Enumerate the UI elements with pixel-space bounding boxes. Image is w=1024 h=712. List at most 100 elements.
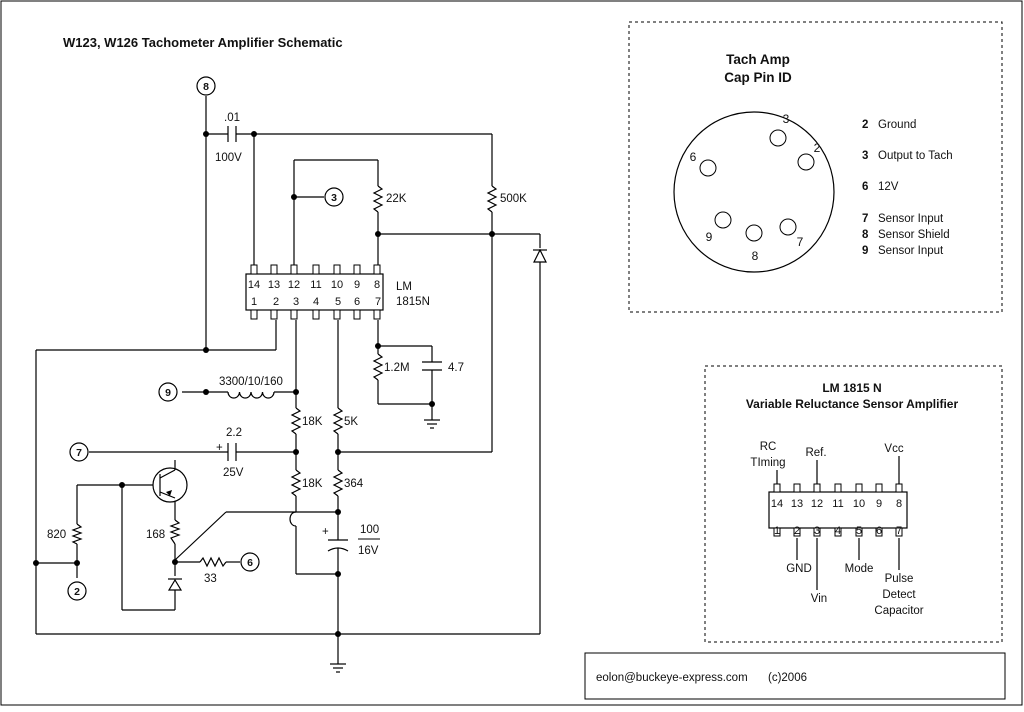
ic-pin-label: 1 <box>251 296 257 308</box>
lm-pin-function-labels: RC TIming Ref. Vcc GND Vin Mode Pulse De… <box>750 441 923 617</box>
transistor <box>152 460 188 503</box>
svg-text:Pulse: Pulse <box>885 573 914 585</box>
svg-text:Ground: Ground <box>878 119 916 131</box>
resistor-820 <box>71 523 83 545</box>
svg-text:3: 3 <box>862 150 868 162</box>
svg-text:Vin: Vin <box>811 593 827 605</box>
ic-pin-stub <box>333 264 341 275</box>
ic-pin-stub <box>333 309 341 320</box>
ic-pin-stub <box>773 483 781 493</box>
svg-text:3: 3 <box>814 525 820 537</box>
ic-pin-stub <box>353 264 361 275</box>
svg-text:9: 9 <box>706 230 713 244</box>
ic-pin-stub <box>270 309 278 320</box>
node-6: 6 <box>240 552 260 572</box>
ic-pin-stub <box>875 483 883 493</box>
svg-text:10: 10 <box>853 498 865 510</box>
svg-text:7: 7 <box>797 235 804 249</box>
label-c-4-7: 4.7 <box>448 362 464 374</box>
svg-text:GND: GND <box>786 563 812 575</box>
label-coil: 3300/10/160 <box>219 376 283 388</box>
cap-panel-title-2: Cap Pin ID <box>724 70 792 85</box>
ic-pin-stub <box>875 527 883 537</box>
label-c-01: .01 <box>224 112 240 124</box>
ic-pin-stub <box>290 309 298 320</box>
ic-pin-stub <box>312 309 320 320</box>
svg-text:12V: 12V <box>878 181 899 193</box>
svg-text:9: 9 <box>165 387 171 399</box>
wires <box>35 96 541 664</box>
lm-panel-title-1: LM 1815 N <box>822 381 881 395</box>
inductor-coil <box>227 391 275 399</box>
node-7: 7 <box>69 442 89 462</box>
label-r-18k-a: 18K <box>302 416 323 428</box>
diode-left <box>167 578 183 591</box>
ic-pin-label: 7 <box>375 296 381 308</box>
label-r-5k: 5K <box>344 416 358 428</box>
resistor-18k-a <box>290 407 302 435</box>
ic-pin-stub <box>373 264 381 275</box>
lm-top-pin-labels: 14 13 12 11 10 9 8 <box>771 498 902 510</box>
svg-text:6: 6 <box>862 181 868 193</box>
diode-right <box>533 248 547 263</box>
ic-pin-label: 5 <box>335 296 341 308</box>
svg-text:2: 2 <box>794 525 800 537</box>
resistor-364 <box>332 469 344 497</box>
ic-pin-stub <box>855 483 863 493</box>
ic-pin-stub <box>312 264 320 275</box>
ic-bottom-pin-labels: 1 2 3 4 5 6 7 <box>251 296 381 308</box>
ic-pin-stub <box>855 527 863 537</box>
connector-hole-labels: 3 2 6 9 8 7 <box>690 112 821 263</box>
ic-top-pin-labels: 14 13 12 11 10 9 8 <box>248 279 380 291</box>
svg-text:2: 2 <box>74 586 80 598</box>
svg-text:Capacitor: Capacitor <box>874 605 923 617</box>
ic-pin-label: 6 <box>354 296 360 308</box>
label-r-364: 364 <box>344 478 364 490</box>
label-r-1-2m: 1.2M <box>384 362 410 374</box>
ic-pin-stub <box>813 483 821 493</box>
svg-text:5: 5 <box>856 525 862 537</box>
resistor-22k <box>372 185 384 213</box>
svg-text:2: 2 <box>814 141 821 155</box>
svg-text:12: 12 <box>811 498 823 510</box>
footer-box: eolon@buckeye-express.com (c)2006 <box>584 652 1006 700</box>
svg-text:2: 2 <box>862 119 868 131</box>
node-9: 9 <box>158 382 178 402</box>
ground-symbols <box>330 419 440 673</box>
svg-text:7: 7 <box>862 213 868 225</box>
component-labels: .01 100V 22K 500K 1.2M 4.7 3300/10/160 1… <box>47 112 527 585</box>
ic-pin-label: 2 <box>273 296 279 308</box>
ic-pin-stub <box>250 264 258 275</box>
resistor-18k-b <box>290 469 302 497</box>
ic-pin-label: 11 <box>310 279 321 291</box>
resistors <box>71 185 498 568</box>
svg-text:3: 3 <box>783 112 790 126</box>
ic-pin-stub <box>813 527 821 537</box>
label-r-820: 820 <box>47 529 66 541</box>
label-r-168: 168 <box>146 529 165 541</box>
svg-text:9: 9 <box>876 498 882 510</box>
svg-text:6: 6 <box>876 525 882 537</box>
svg-text:Mode: Mode <box>845 563 874 575</box>
label-r-33: 33 <box>204 573 217 585</box>
label-c-100-voltage: 16V <box>358 545 379 557</box>
ic-pin-label: 4 <box>313 296 319 308</box>
svg-text:Ref.: Ref. <box>805 447 826 459</box>
svg-text:Sensor Input: Sensor Input <box>878 245 944 257</box>
svg-text:13: 13 <box>791 498 803 510</box>
ic-pin-stub <box>250 309 258 320</box>
ic-pin-label: 12 <box>288 279 300 291</box>
connector-outline <box>673 111 835 273</box>
svg-text:9: 9 <box>862 245 868 257</box>
svg-text:6: 6 <box>247 557 253 569</box>
svg-text:6: 6 <box>690 150 697 164</box>
label-c-100-plus: + <box>322 526 329 538</box>
resistor-33 <box>199 556 227 568</box>
ic-pin-stub <box>834 483 842 493</box>
label-c-01-voltage: 100V <box>215 152 242 164</box>
svg-text:Output to Tach: Output to Tach <box>878 150 953 162</box>
svg-text:14: 14 <box>771 498 783 510</box>
lm-panel-title-2: Variable Reluctance Sensor Amplifier <box>746 397 959 411</box>
ic-part: 1815N <box>396 296 430 308</box>
